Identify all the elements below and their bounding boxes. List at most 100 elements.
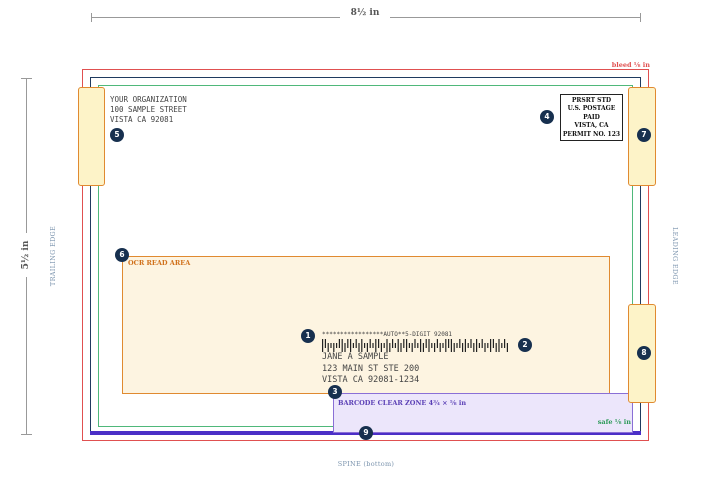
- return-address-line: YOUR ORGANIZATION: [110, 95, 187, 104]
- safe-label: safe ⅛ in: [597, 418, 631, 426]
- barcode-bar: [389, 343, 391, 352]
- barcode-bar: [473, 343, 475, 352]
- barcode-bar: [408, 343, 410, 348]
- barcode-bar: [347, 339, 349, 348]
- callout-1-badge: 1: [301, 329, 315, 343]
- barcode-bar: [355, 339, 357, 348]
- barcode-bar: [434, 343, 436, 352]
- barcode-bar: [324, 339, 326, 348]
- trailing-edge-label: TRAILING EDGE: [49, 225, 57, 287]
- barcode-bar: [464, 339, 466, 352]
- barcode-bar: [487, 343, 489, 348]
- ocr-read-area-label: OCR READ AREA: [128, 259, 191, 267]
- barcode-bar: [425, 339, 427, 348]
- height-dimension-tick-bottom: [21, 434, 32, 435]
- barcode-bar: [495, 343, 497, 352]
- endorsement-line: *****************AUTO**5-DIGIT 92081: [322, 331, 453, 338]
- callout-8-badge: 8: [637, 346, 651, 360]
- barcode-bar: [380, 343, 382, 352]
- barcode-bar: [492, 339, 494, 348]
- barcode-bar: [431, 343, 433, 348]
- barcode-bar: [506, 343, 508, 352]
- intelligent-mail-barcode: [322, 339, 508, 352]
- width-dimension-tick-left: [91, 13, 92, 22]
- barcode-bar: [484, 343, 486, 352]
- barcode-bar: [394, 343, 396, 348]
- callout-7-badge: 7: [637, 128, 651, 142]
- barcode-bar: [417, 343, 419, 348]
- barcode-bar: [333, 343, 335, 352]
- indicia-line: PERMIT NO. 123: [562, 130, 621, 138]
- barcode-bar: [327, 343, 329, 352]
- barcode-bar: [361, 339, 363, 352]
- barcode-bar: [448, 339, 450, 348]
- return-address-line: 100 SAMPLE STREET: [110, 105, 187, 114]
- barcode-bar: [436, 339, 438, 348]
- barcode-bar: [403, 339, 405, 348]
- barcode-bar: [330, 343, 332, 348]
- barcode-bar: [490, 339, 492, 352]
- postage-indicia: PRSRT STD U.S. POSTAGE PAID VISTA, CA PE…: [560, 94, 623, 141]
- barcode-clear-zone-label: BARCODE CLEAR ZONE 4¾ × ⅝ in: [338, 399, 467, 407]
- barcode-bar: [450, 339, 452, 352]
- height-dimension-label: 5½ in: [21, 233, 31, 277]
- barcode-bar: [470, 339, 472, 348]
- barcode-bar: [378, 339, 380, 348]
- width-dimension-tick-right: [640, 13, 641, 22]
- barcode-bar: [420, 339, 422, 352]
- callout-3-badge: 3: [328, 385, 342, 399]
- barcode-bar: [501, 343, 503, 348]
- barcode-bar: [428, 339, 430, 352]
- barcode-bar: [366, 343, 368, 352]
- barcode-bar: [358, 343, 360, 352]
- barcode-bar: [422, 343, 424, 352]
- barcode-bar: [383, 343, 385, 348]
- barcode-bar: [456, 343, 458, 348]
- barcode-bar: [336, 343, 338, 348]
- barcode-bar: [400, 343, 402, 352]
- barcode-bar: [350, 339, 352, 352]
- barcode-bar: [386, 339, 388, 352]
- callout-4-badge: 4: [540, 110, 554, 124]
- barcode-bar: [352, 343, 354, 348]
- indicia-line: U.S. POSTAGE: [567, 105, 616, 113]
- barcode-bar: [442, 343, 444, 348]
- return-address-line: VISTA CA 92081: [110, 115, 174, 124]
- barcode-bar: [481, 339, 483, 348]
- barcode-bar: [453, 343, 455, 352]
- recipient-line: VISTA CA 92081-1234: [322, 375, 420, 385]
- barcode-bar: [439, 343, 441, 352]
- leading-edge-label: LEADING EDGE: [671, 227, 679, 285]
- barcode-bar: [406, 339, 408, 352]
- spine-label: SPINE (bottom): [337, 460, 395, 468]
- return-address: YOUR ORGANIZATION 100 SAMPLE STREET VIST…: [110, 95, 187, 125]
- barcode-bar: [478, 343, 480, 348]
- barcode-bar: [369, 339, 371, 348]
- callout-6-badge: 6: [115, 248, 129, 262]
- barcode-bar: [414, 339, 416, 348]
- barcode-bar: [467, 343, 469, 348]
- barcode-bar: [476, 339, 478, 352]
- barcode-bar: [392, 339, 394, 348]
- recipient-address: JANE A SAMPLE 123 MAIN ST STE 200 VISTA …: [322, 352, 419, 387]
- barcode-bar: [462, 343, 464, 352]
- tab-trailing: [78, 87, 105, 186]
- recipient-line: 123 MAIN ST STE 200: [322, 363, 420, 374]
- barcode-bar: [364, 343, 366, 348]
- barcode-clear-zone: [333, 393, 633, 433]
- indicia-line: PAID: [583, 113, 600, 121]
- barcode-bar: [504, 339, 506, 348]
- bleed-boundary: [82, 69, 649, 441]
- barcode-bar: [338, 339, 340, 348]
- indicia-line: VISTA, CA: [574, 122, 609, 130]
- width-dimension-label: 8½ in: [340, 8, 390, 18]
- height-dimension-tick-top: [21, 78, 32, 79]
- callout-5-badge: 5: [110, 128, 124, 142]
- indicia-line: PRSRT STD: [571, 97, 612, 104]
- barcode-bar: [411, 343, 413, 352]
- callout-2-badge: 2: [518, 338, 532, 352]
- barcode-bar: [397, 339, 399, 352]
- callout-9-badge: 9: [359, 426, 373, 440]
- barcode-bar: [341, 339, 343, 352]
- barcode-bar: [459, 339, 461, 348]
